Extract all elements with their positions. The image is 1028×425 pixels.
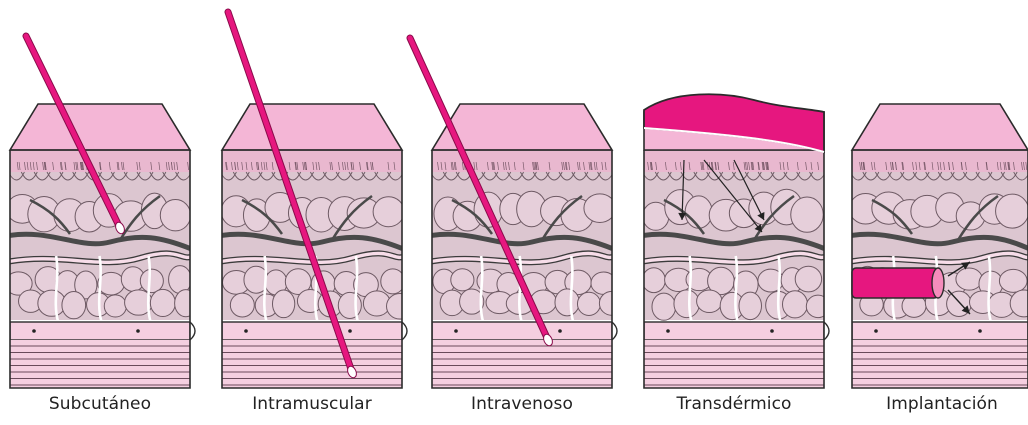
fat-cell: [577, 292, 600, 315]
fat-cell: [782, 291, 807, 318]
tissue-layers: [428, 150, 624, 388]
fat-cell: [62, 291, 86, 318]
fat-cell: [387, 294, 414, 320]
fat-cell: [140, 269, 163, 292]
fat-cell: [806, 295, 829, 317]
fascia: [10, 322, 190, 340]
fascia: [644, 322, 824, 340]
label-intravenous: Intravenoso: [422, 394, 622, 414]
fat-cell: [160, 200, 190, 231]
label-subcutaneous: Subcutáneo: [0, 394, 200, 414]
tissue-layers: [640, 150, 830, 388]
skin-block-4: [640, 150, 830, 388]
muscle-layer: [222, 340, 402, 388]
label-implantation: Implantación: [842, 394, 1028, 414]
fat-cell: [451, 269, 474, 291]
fat-cell: [674, 290, 699, 318]
fat-cell: [373, 197, 404, 227]
skin-surface: [10, 104, 190, 150]
implant-end: [932, 268, 944, 298]
fat-cell: [652, 293, 676, 320]
fat-cell: [791, 197, 824, 232]
fat-cell: [104, 295, 126, 317]
fascia: [432, 322, 612, 340]
fat-cell: [230, 293, 254, 317]
skin-block-1: [5, 104, 197, 388]
dermis-layer: [852, 150, 1028, 172]
fat-cell: [685, 196, 712, 228]
muscle-layer: [852, 340, 1028, 388]
fat-cell: [555, 289, 579, 316]
fat-cell: [956, 268, 982, 290]
fat-cell: [999, 269, 1027, 292]
fascia: [222, 322, 402, 340]
skin-block-2: [218, 104, 413, 388]
fat-cell: [584, 194, 616, 223]
muscle-layer: [432, 340, 612, 388]
skin-surface: [852, 104, 1028, 150]
skin-block-5: [848, 104, 1028, 388]
fat-cell: [38, 290, 66, 316]
fat-cell: [338, 292, 361, 318]
dermis-layer: [222, 150, 402, 172]
skin-surface: [222, 104, 402, 150]
fat-cell: [739, 292, 762, 320]
fat-cell: [175, 290, 197, 317]
implant-rod: [852, 268, 938, 298]
fat-cell: [795, 266, 821, 292]
fat-cell: [272, 290, 294, 318]
fat-cell: [169, 266, 192, 294]
fat-cell: [697, 290, 722, 312]
fat-cell: [642, 268, 665, 293]
fat-cell: [381, 269, 405, 294]
muscle-layer: [644, 340, 824, 388]
fascia: [852, 322, 1028, 340]
label-transdermal: Transdérmico: [634, 394, 834, 414]
fat-cell: [150, 289, 175, 316]
fat-cell: [996, 194, 1028, 228]
muscle-layer: [10, 340, 190, 388]
label-intramuscular: Intramuscular: [212, 394, 412, 414]
